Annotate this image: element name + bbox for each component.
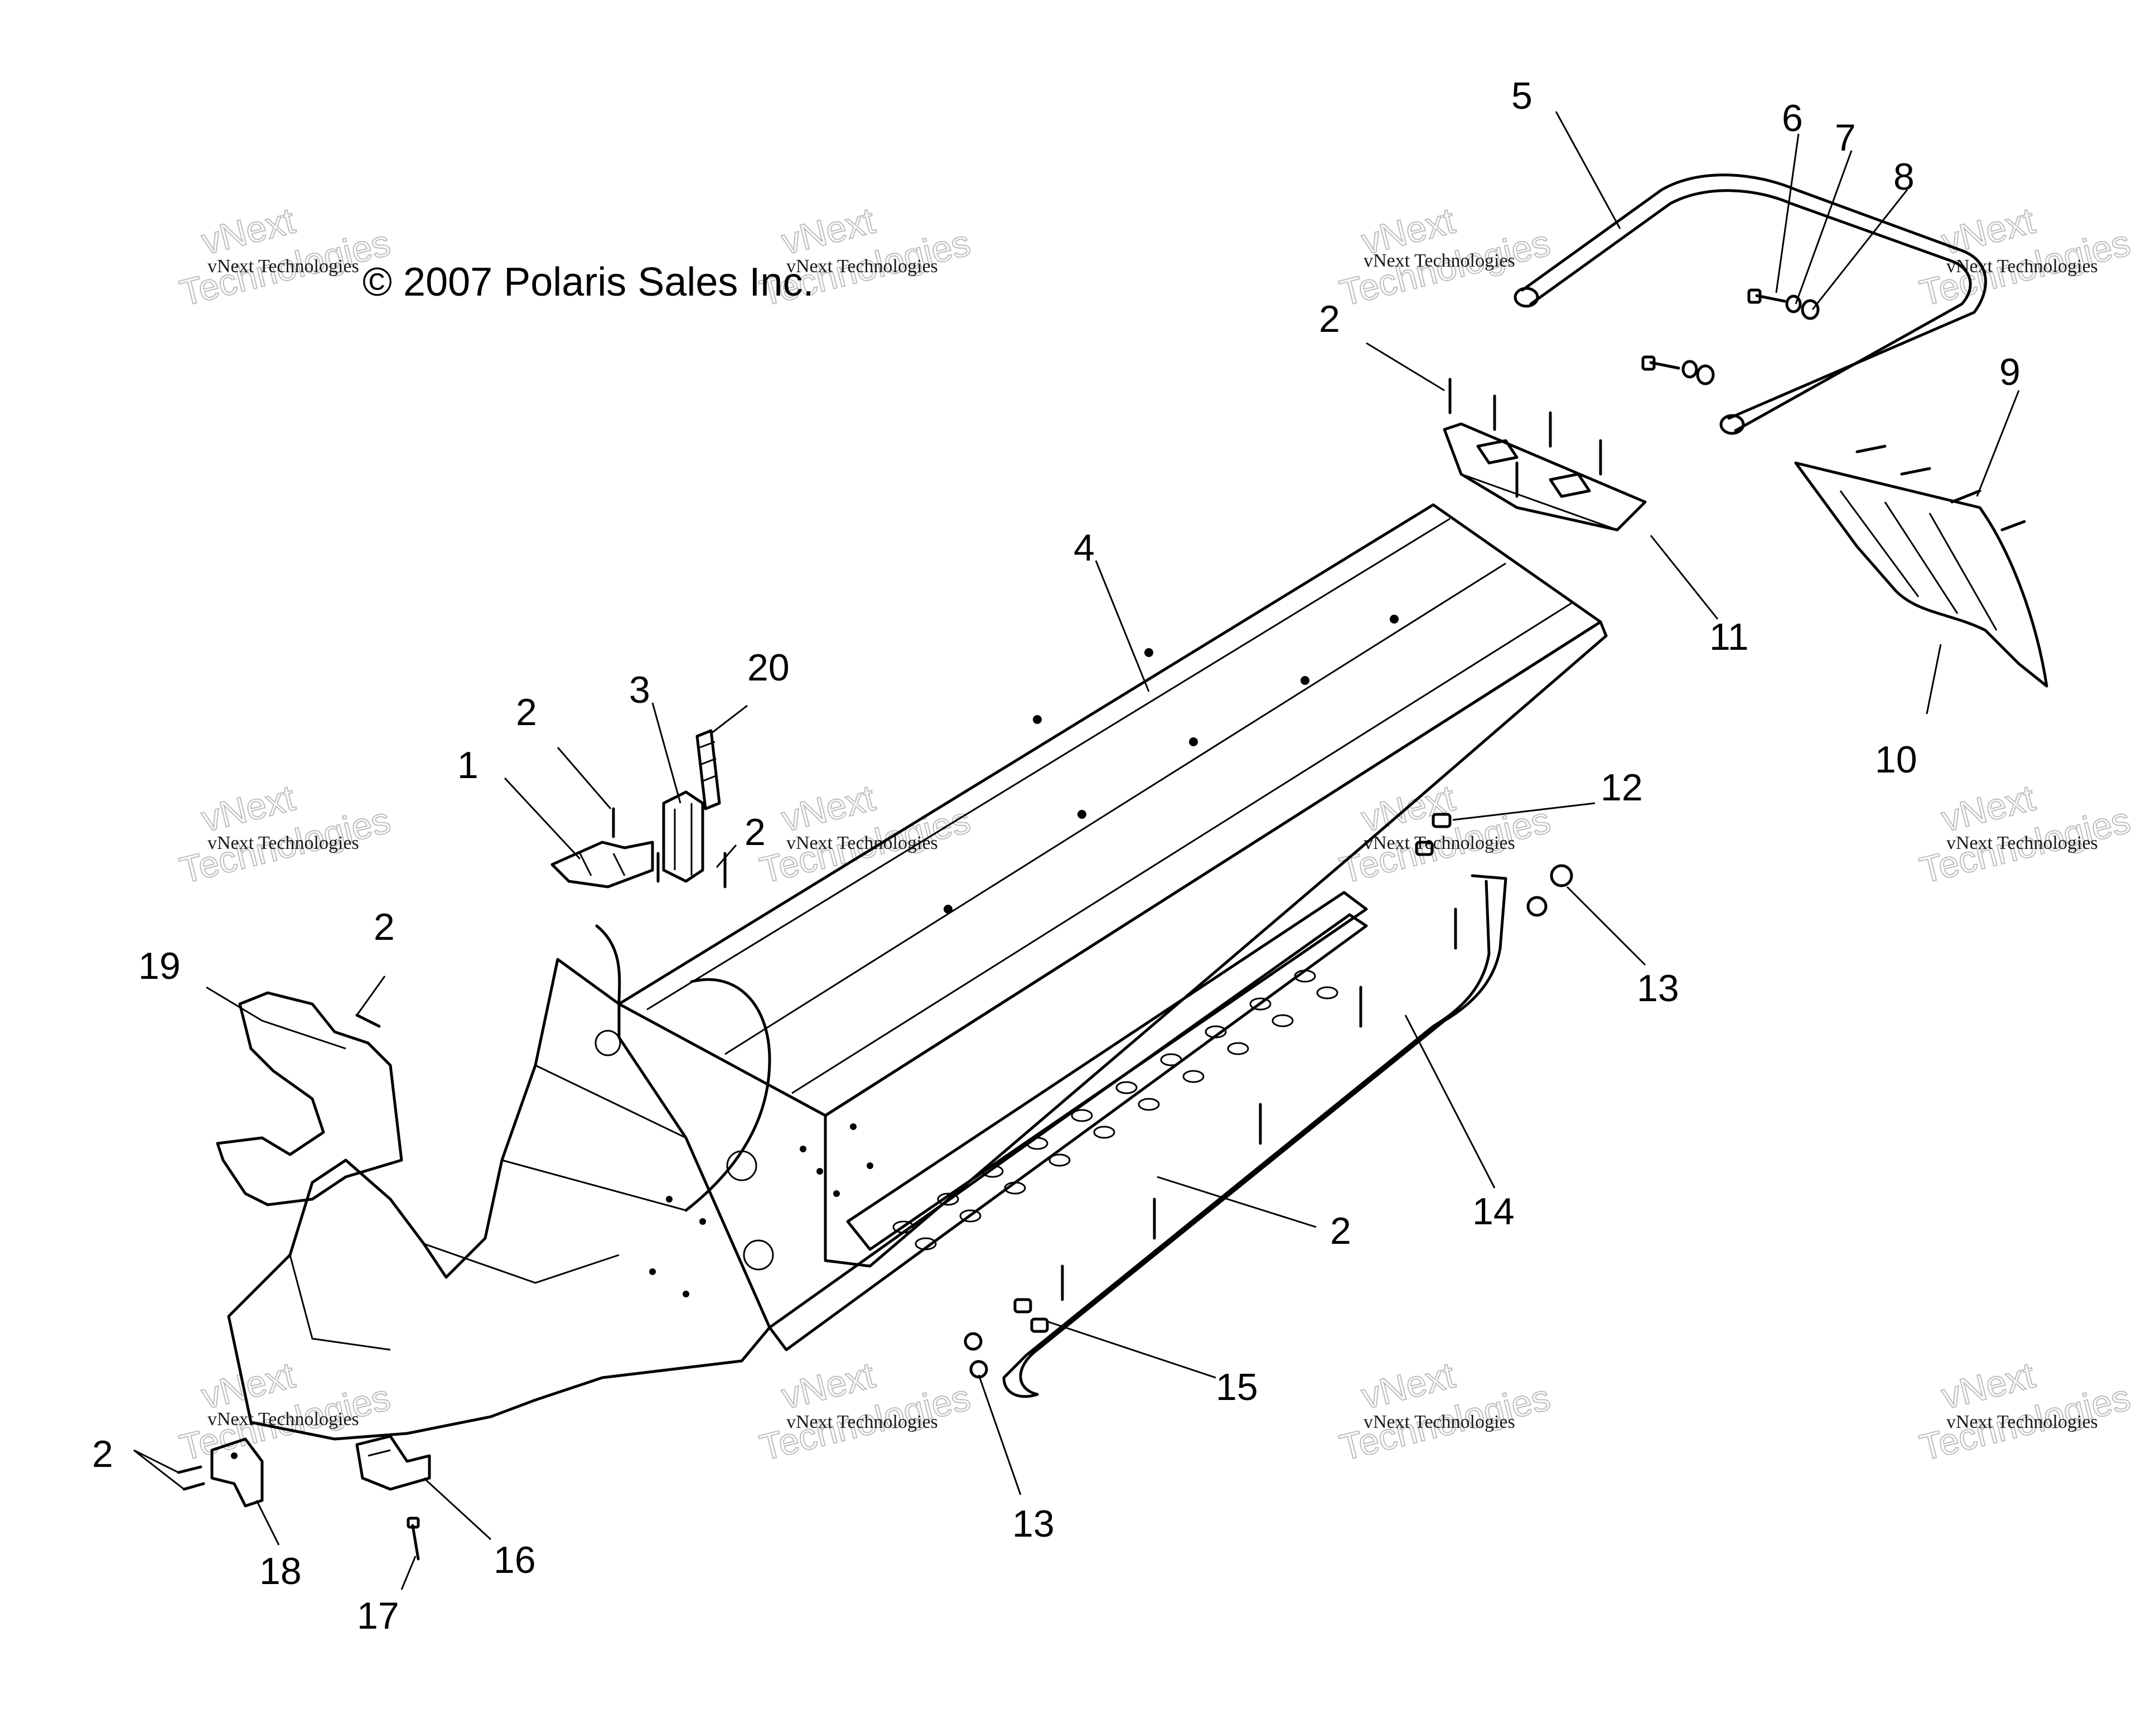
part-8-washer: [1696, 299, 1820, 385]
callout-18: 18: [259, 1550, 302, 1592]
part-4-tunnel: [227, 503, 1608, 1441]
callout-3: 3: [629, 669, 650, 711]
callout-4: 4: [1074, 527, 1095, 569]
callout-2-lower: 2: [1330, 1210, 1351, 1252]
watermark-4: vNext Technologies: [1915, 199, 2135, 315]
watermark-12: vNext Technologies: [1915, 1354, 2135, 1469]
callout-14: 14: [1472, 1190, 1515, 1233]
callout-2-bottom-left: 2: [92, 1433, 113, 1475]
callout-1: 1: [457, 744, 478, 786]
watermark-label-11: vNext Technologies: [1364, 1412, 1515, 1432]
watermark-label-1: vNext Technologies: [207, 256, 359, 277]
callout-11: 11: [1709, 616, 1749, 658]
callout-5: 5: [1511, 75, 1533, 117]
leader-lines: [133, 111, 2020, 1590]
part-13-nut-upper: [1526, 864, 1573, 917]
callout-17: 17: [357, 1595, 399, 1637]
part-3-strap-mount: [662, 790, 727, 889]
part-19-front-bracket: [216, 991, 403, 1206]
callout-2-rear: 2: [1319, 298, 1340, 340]
watermark-6: vNext Technologies: [755, 776, 975, 892]
watermark-5: vNext Technologies: [175, 776, 395, 892]
part-14-side-bar: [1002, 874, 1507, 1398]
part-13-nut-lower: [964, 1332, 988, 1379]
watermark-9: vNext Technologies: [175, 1354, 395, 1469]
callout-7: 7: [1835, 117, 1856, 159]
callout-15: 15: [1216, 1366, 1258, 1408]
callout-19: 19: [138, 945, 181, 987]
part-20-strap: [695, 729, 721, 810]
part-15-bolt: [1013, 1298, 1049, 1333]
callout-2-left: 2: [374, 906, 395, 948]
callout-12: 12: [1601, 766, 1643, 809]
callout-20: 20: [747, 646, 790, 689]
running-board-perforations: [892, 969, 1338, 1251]
part-10-snow-flap: [1794, 445, 2048, 688]
callout-10: 10: [1875, 738, 1917, 781]
callout-2-mid: 2: [745, 811, 766, 853]
part-2-fasteners-lower: [1061, 907, 1457, 1301]
watermark-label-7: vNext Technologies: [1364, 833, 1515, 853]
callout-13-lower: 13: [1012, 1503, 1055, 1545]
part-6-bolt: [1641, 288, 1786, 371]
watermark-8: vNext Technologies: [1915, 776, 2135, 892]
watermark-label-4: vNext Technologies: [1946, 256, 2098, 277]
callout-13-upper: 13: [1637, 967, 1679, 1010]
watermark-11: vNext Technologies: [1335, 1354, 1555, 1469]
part-5-grab-bar: [1514, 173, 1987, 435]
callout-9: 9: [1999, 351, 2020, 393]
part-11-rear-bracket: [1443, 378, 1647, 532]
callouts: 1 2 3 20 2 4 5 6 7 8 2 9 10 11 12 13 14 …: [92, 75, 2020, 1637]
watermark-label-12: vNext Technologies: [1946, 1412, 2098, 1432]
part-7-washer: [1681, 294, 1802, 379]
callout-8: 8: [1893, 156, 1915, 198]
callout-16: 16: [494, 1539, 536, 1581]
part-16-bracket: [355, 1435, 431, 1491]
callout-2-top: 2: [516, 691, 537, 733]
watermark-3: vNext Technologies: [1335, 199, 1555, 315]
part-1-bracket: [550, 807, 660, 889]
part-12-bolt: [1415, 813, 1452, 856]
watermark-1: vNext Technologies: [175, 199, 395, 315]
watermark-label-2: vNext Technologies: [786, 256, 938, 277]
watermark-label-5: vNext Technologies: [207, 833, 359, 853]
part-17-rivet: [407, 1517, 420, 1561]
watermark-label-3: vNext Technologies: [1364, 250, 1515, 271]
watermark-label-10: vNext Technologies: [786, 1412, 938, 1432]
part-18-bracket: [177, 1437, 264, 1508]
copyright-notice: © 2007 Polaris Sales Inc.: [362, 260, 814, 305]
watermark-label-6: vNext Technologies: [786, 833, 938, 853]
callout-6: 6: [1782, 97, 1803, 139]
watermark-label-8: vNext Technologies: [1946, 833, 2098, 853]
watermark-label-9: vNext Technologies: [207, 1409, 359, 1430]
watermark-10: vNext Technologies: [755, 1354, 975, 1469]
